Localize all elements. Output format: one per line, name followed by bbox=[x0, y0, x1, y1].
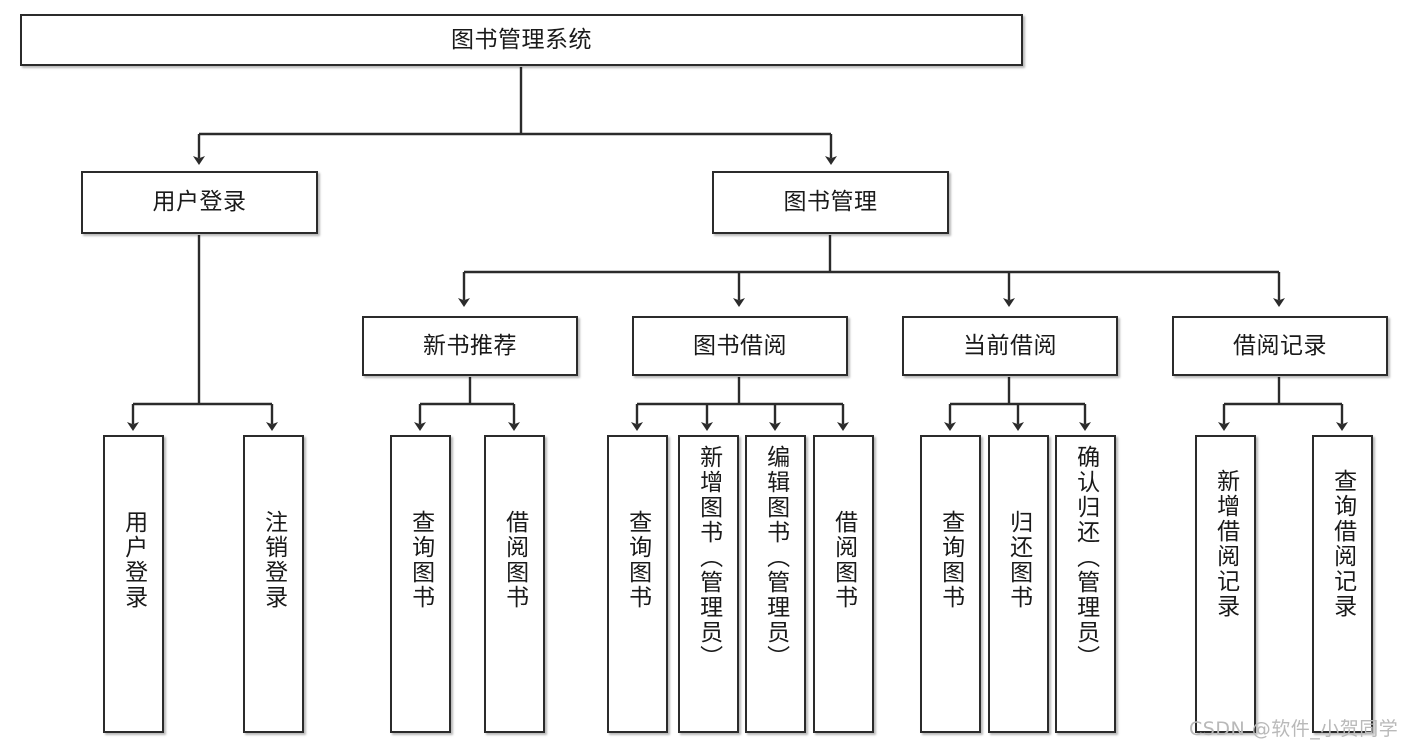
watermark: CSDN @软件_小贺同学 bbox=[1189, 718, 1399, 740]
node-leaf-query-record[interactable]: 查询借阅记录 bbox=[1312, 435, 1373, 733]
node-current-borrow[interactable]: 当前借阅 bbox=[902, 316, 1118, 376]
node-leaf-return-book[interactable]: 归还图书 bbox=[988, 435, 1049, 733]
node-label: 图书管理 bbox=[783, 189, 878, 216]
node-leaf-edit-book[interactable]: 编辑图书（管理员） bbox=[745, 435, 806, 733]
node-leaf-add-book[interactable]: 新增图书（管理员） bbox=[678, 435, 739, 733]
node-label: 当前借阅 bbox=[963, 332, 1057, 359]
node-leaf-query-book-2[interactable]: 查询图书 bbox=[607, 435, 668, 733]
node-leaf-user-login[interactable]: 用户登录 bbox=[103, 435, 164, 733]
node-label: 查询图书 bbox=[407, 510, 434, 610]
node-label: 图书管理系统 bbox=[451, 26, 592, 53]
node-label: 查询图书 bbox=[624, 510, 651, 610]
node-label: 查询借阅记录 bbox=[1329, 469, 1356, 619]
node-user-login[interactable]: 用户登录 bbox=[81, 171, 318, 234]
node-leaf-query-book-1[interactable]: 查询图书 bbox=[390, 435, 451, 733]
node-label: 编辑图书（管理员） bbox=[762, 445, 789, 670]
node-leaf-confirm-return[interactable]: 确认归还（管理员） bbox=[1055, 435, 1116, 733]
node-leaf-borrow-book-1[interactable]: 借阅图书 bbox=[484, 435, 545, 733]
node-label: 查询图书 bbox=[937, 510, 964, 610]
node-book-borrow[interactable]: 图书借阅 bbox=[632, 316, 848, 376]
node-label: 借阅图书 bbox=[830, 510, 857, 610]
node-leaf-add-record[interactable]: 新增借阅记录 bbox=[1195, 435, 1256, 733]
node-label: 新增借阅记录 bbox=[1212, 469, 1239, 619]
node-label: 图书借阅 bbox=[693, 332, 787, 359]
node-label: 确认归还（管理员） bbox=[1072, 445, 1099, 670]
node-root-book-management-system[interactable]: 图书管理系统 bbox=[20, 14, 1023, 66]
node-leaf-query-book-3[interactable]: 查询图书 bbox=[920, 435, 981, 733]
node-book-management[interactable]: 图书管理 bbox=[712, 171, 949, 234]
node-label: 归还图书 bbox=[1005, 510, 1032, 610]
node-label: 借阅图书 bbox=[501, 510, 528, 610]
node-label: 借阅记录 bbox=[1233, 332, 1327, 359]
node-label: 注销登录 bbox=[260, 510, 287, 610]
node-label: 用户登录 bbox=[120, 510, 147, 610]
node-leaf-borrow-book-2[interactable]: 借阅图书 bbox=[813, 435, 874, 733]
node-label: 用户登录 bbox=[152, 189, 247, 216]
node-label: 新书推荐 bbox=[423, 332, 517, 359]
node-new-book-recommend[interactable]: 新书推荐 bbox=[362, 316, 578, 376]
node-leaf-logout-login[interactable]: 注销登录 bbox=[243, 435, 304, 733]
node-borrow-record[interactable]: 借阅记录 bbox=[1172, 316, 1388, 376]
node-label: 新增图书（管理员） bbox=[695, 445, 722, 670]
